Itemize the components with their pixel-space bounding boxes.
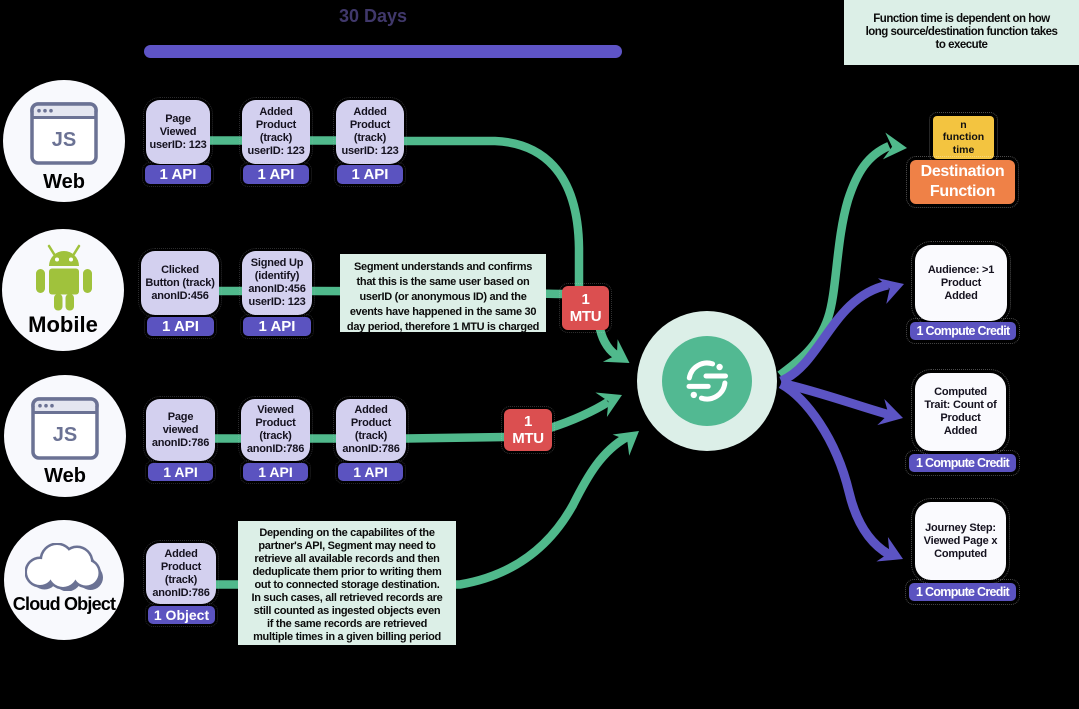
svg-text:JS: JS [52,129,76,151]
svg-text:JS: JS [53,424,77,446]
